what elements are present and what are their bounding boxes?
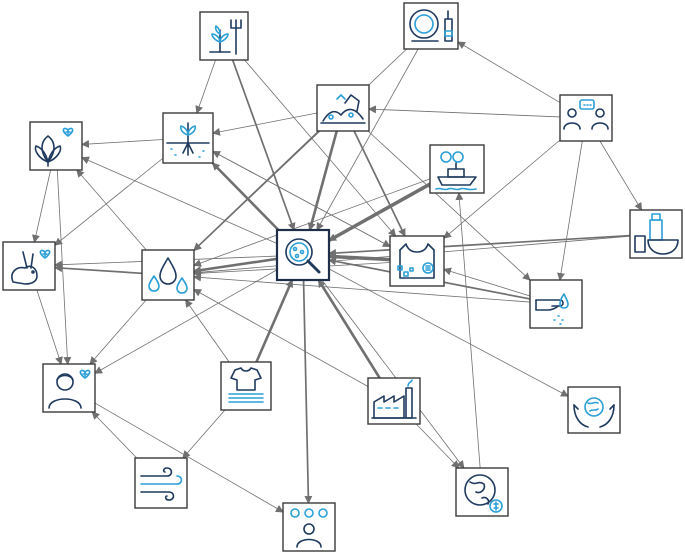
soil-plant-roots-icon [166, 122, 210, 158]
edge-microplastics-to-water [193, 257, 278, 275]
node-economy[interactable] [455, 467, 509, 517]
edge-industry-to-economy [415, 423, 460, 469]
edge-human_health-to-well_being [94, 402, 284, 513]
edge-stakeholders-to-hand_wash [557, 140, 583, 281]
edges-layer [32, 41, 643, 513]
ship-fishing-net-icon [435, 151, 477, 191]
person-emotions-icon [290, 508, 328, 548]
node-well-being[interactable] [282, 502, 336, 552]
node-shipping[interactable] [429, 144, 485, 194]
edge-economy-to-shipping [455, 192, 481, 469]
food-containers-icon [634, 213, 679, 255]
edge-stakeholders-to-landfill [368, 105, 561, 118]
edge-textiles-to-microplastics [255, 279, 294, 363]
edge-plastic_bag-to-microplastics [328, 252, 391, 262]
node-hand-wash[interactable] [529, 279, 583, 329]
edge-stakeholders-to-dishes [457, 41, 561, 103]
node-landfill[interactable] [316, 84, 370, 132]
node-agriculture[interactable] [199, 11, 249, 61]
node-packaging[interactable] [629, 209, 683, 259]
people-discussion-icon [563, 99, 609, 130]
plastic-bag-particles-icon [397, 243, 435, 279]
edge-landfill-to-water [193, 130, 320, 251]
edge-agriculture-to-soil [195, 59, 216, 114]
globe-money-icon [464, 474, 503, 513]
person-health-icon [48, 369, 91, 409]
edge-shipping-to-water [193, 178, 431, 267]
edge-agriculture-to-microplastics [231, 59, 296, 231]
node-water[interactable] [141, 249, 195, 301]
magnifier-particles-icon [285, 238, 321, 274]
edge-microplastics-to-economy [321, 279, 465, 469]
edge-microplastics-to-soil [211, 162, 280, 231]
edge-microplastics-to-plant_health [81, 156, 278, 244]
edge-stakeholders-to-plastic_bag [443, 139, 561, 239]
node-animal-health[interactable] [2, 241, 56, 291]
wind-icon [140, 467, 183, 501]
node-human-health[interactable] [42, 363, 96, 413]
edge-plastic_bag-to-soil [212, 150, 391, 247]
hands-globe-icon [573, 397, 615, 428]
factory-icon [371, 379, 417, 419]
edge-microplastics-to-planet_care [328, 268, 569, 397]
node-plastic-bag[interactable] [389, 235, 445, 287]
node-air[interactable] [134, 457, 188, 509]
node-microplastics-center[interactable] [275, 228, 331, 282]
crop-pitchfork-icon [209, 19, 242, 55]
edge-stakeholders-to-packaging [599, 140, 643, 211]
edge-microplastics-to-human_health [94, 269, 278, 374]
node-plant-health[interactable] [29, 121, 83, 171]
node-textiles[interactable] [220, 361, 272, 411]
edge-landfill-to-microplastics [307, 130, 338, 231]
node-dishes[interactable] [403, 2, 459, 50]
edge-agriculture-to-plastic_bag [244, 59, 397, 237]
edge-animal_health-to-human_health [36, 289, 63, 365]
edge-industry-to-water [193, 289, 369, 387]
rabbit-health-icon [11, 249, 51, 285]
edge-packaging-to-microplastics [328, 234, 631, 258]
edge-water-to-human_health [89, 299, 147, 365]
edge-air-to-human_health [91, 411, 138, 459]
plate-bottle-icon [409, 9, 453, 42]
hand-washing-icon [535, 293, 569, 325]
edge-hand_wash-to-plastic_bag [443, 267, 531, 297]
node-soil[interactable] [162, 112, 214, 164]
node-stakeholders[interactable] [559, 94, 613, 142]
edge-soil-to-animal_health [54, 157, 164, 246]
node-industry[interactable] [367, 377, 421, 425]
edge-landfill-to-hand_wash [367, 130, 531, 281]
edge-textiles-to-air [182, 409, 226, 459]
edge-textiles-to-water [184, 299, 230, 363]
edge-landfill-to-soil [212, 112, 318, 136]
edge-water-to-animal_health [54, 264, 143, 275]
edge-soil-to-plant_health [81, 139, 164, 148]
node-planet-care[interactable] [567, 386, 621, 434]
waste-dump-icon [320, 94, 366, 124]
edge-hand_wash-to-water [193, 273, 531, 303]
tshirt-fabric-icon [228, 367, 264, 403]
edge-landfill-to-plastic_bag [353, 130, 406, 237]
edge-shipping-to-microplastics [328, 182, 431, 243]
edge-industry-to-microplastics [317, 279, 381, 379]
leaf-health-icon [34, 127, 74, 167]
water-drops-icon [148, 257, 188, 294]
edge-dishes-to-microplastics [316, 48, 419, 231]
edge-microplastics-to-well_being [302, 279, 313, 504]
edge-plant_health-to-animal_health [32, 169, 51, 243]
edge-plant_health-to-human_health [56, 169, 72, 365]
edge-water-to-plant_health [76, 169, 147, 251]
